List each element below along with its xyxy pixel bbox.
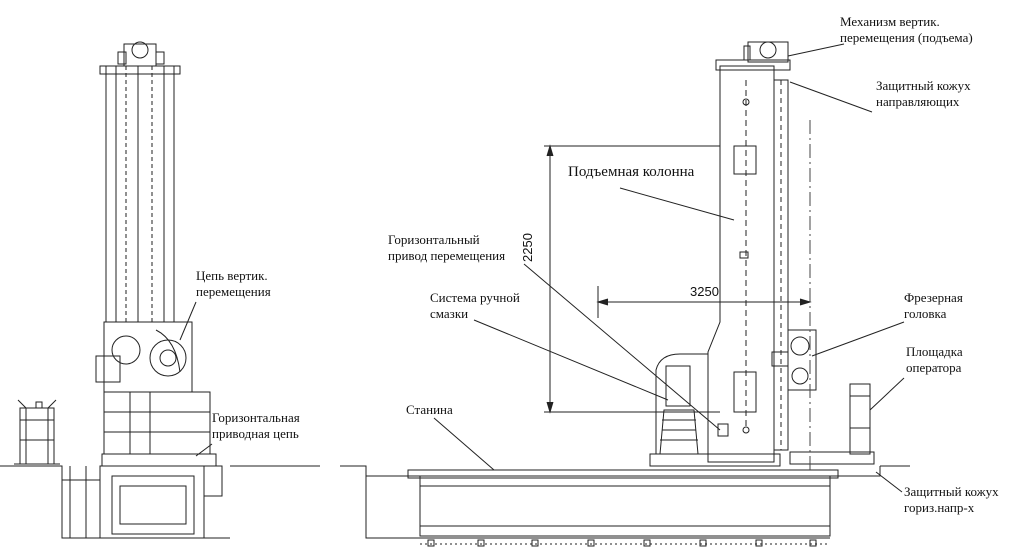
label-horizontal-drive-line2: привод перемещения <box>388 248 506 263</box>
reach-dimension-value: 3250 <box>690 284 719 299</box>
label-milling-head: Фрезерная головка <box>904 290 963 322</box>
label-milling-head-line2: головка <box>904 306 947 321</box>
label-lubrication-line1: Система ручной <box>430 290 520 305</box>
left-top-motor <box>117 41 165 67</box>
label-vertical-chain-line2: перемещения <box>196 284 271 299</box>
label-horizontal-chain: Горизонтальная приводная цепь <box>212 410 300 442</box>
label-lift-mechanism-line2: перемещения (подъема) <box>840 30 973 45</box>
operator-platform <box>789 383 875 465</box>
label-milling-head-line1: Фрезерная <box>904 290 963 305</box>
label-lift-mechanism-line1: Механизм вертик. <box>840 14 940 29</box>
label-guide-cover-line2: направляющих <box>876 94 960 109</box>
horizontal-drive <box>649 353 781 467</box>
label-horizontal-cover-line2: гориз.напр-х <box>904 500 975 515</box>
lifting-column-body <box>707 59 791 463</box>
label-vertical-chain: Цепь вертик. перемещения <box>196 268 271 300</box>
bolt-symbols <box>427 539 817 547</box>
right-front-view <box>340 41 910 545</box>
label-bed: Станина <box>406 402 453 417</box>
label-horizontal-cover-line1: Защитный кожух <box>904 484 999 499</box>
label-operator-platform-line2: оператора <box>906 360 962 375</box>
label-horizontal-cover: Защитный кожух гориз.напр-х <box>904 484 999 516</box>
label-operator-platform-line1: Площадка <box>906 344 963 359</box>
left-column <box>99 65 181 323</box>
label-lift-mechanism: Механизм вертик. перемещения (подъема) <box>840 14 973 46</box>
left-base <box>62 465 230 539</box>
lift-mechanism <box>743 41 789 63</box>
left-side-view <box>0 41 320 539</box>
label-vertical-chain-line1: Цепь вертик. <box>196 268 268 283</box>
label-guide-cover: Защитный кожух направляющих <box>876 78 971 110</box>
label-horizontal-drive: Горизонтальный привод перемещения <box>388 232 505 264</box>
label-lubrication: Система ручной смазки <box>430 290 520 322</box>
height-dimension <box>544 144 720 414</box>
label-operator-platform: Площадка оператора <box>906 344 963 376</box>
label-horizontal-chain-line2: приводная цепь <box>212 426 299 441</box>
height-dimension-value: 2250 <box>520 233 535 262</box>
reach-dimension <box>596 286 812 318</box>
label-lifting-column: Подъемная колонна <box>568 164 695 180</box>
label-guide-cover-line1: Защитный кожух <box>876 78 971 93</box>
milling-head <box>771 329 817 391</box>
label-horizontal-chain-line1: Горизонтальная <box>212 410 300 425</box>
left-carriage <box>95 321 217 467</box>
bed <box>366 466 881 537</box>
label-horizontal-drive-line1: Горизонтальный <box>388 232 480 247</box>
left-small-stand <box>14 399 60 465</box>
label-lubrication-line2: смазки <box>430 306 469 321</box>
